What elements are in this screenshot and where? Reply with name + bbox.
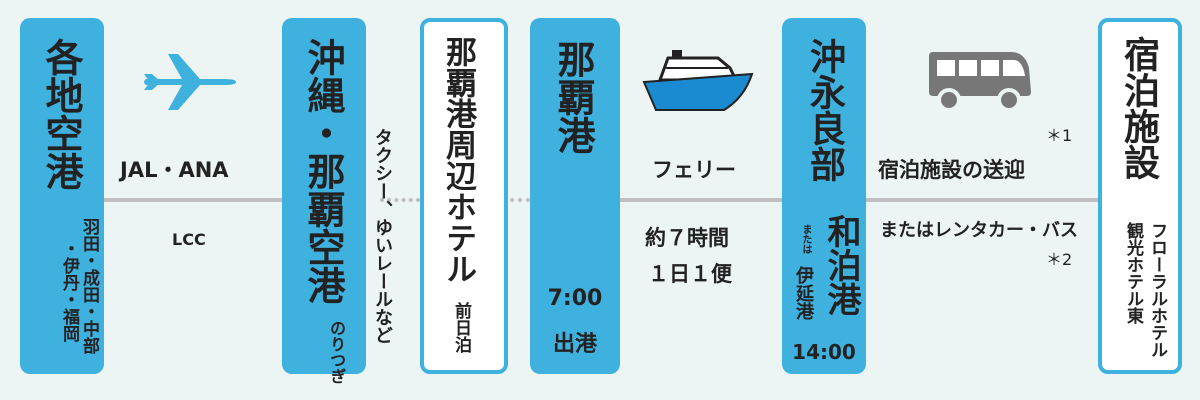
connector-flight: [104, 198, 282, 202]
station-naha-airport-name: 沖縄・那覇空港: [301, 38, 345, 304]
connector-bus: [866, 198, 1098, 202]
ferry-frequency-label: １日１便: [648, 262, 732, 286]
station-lodging-examples-2: 観光ホテル東: [1123, 222, 1143, 324]
transfer-label: タクシー、ゆいレールなど: [372, 128, 393, 344]
station-lodging: 宿泊施設 フローラルホテル 観光ホテル東: [1098, 18, 1182, 374]
bus-alt-label: またはレンタカー・バス: [880, 220, 1078, 241]
airplane-icon: [144, 54, 236, 110]
station-airports-note-2: ・伊丹・福岡: [59, 240, 79, 342]
station-okinoerabu-alt-port: 伊延港: [793, 266, 814, 320]
station-lodging-examples: フローラルホテル: [1147, 222, 1167, 358]
station-okinoerabu-alt-prefix: または: [800, 224, 811, 254]
flight-carriers-label: JAL・ANA: [120, 158, 229, 182]
station-naha-port: 那覇港 7:00 出港: [530, 18, 620, 374]
flight-lcc-label: LCC: [172, 230, 206, 249]
connector-transfer-dotted-1: [380, 198, 420, 202]
station-hotel-near-port: 那覇港周辺ホテル 前日泊: [420, 18, 508, 374]
bus-icon: [929, 52, 1031, 112]
ferry-duration-label: 約７時間: [645, 226, 729, 250]
connector-transfer-dotted-2: [510, 198, 530, 202]
station-okinoerabu-time: 14:00: [792, 340, 856, 364]
station-okinoerabu-name: 沖永良部: [804, 38, 845, 182]
station-okinoerabu: 沖永良部 和泊港 または 伊延港 14:00: [782, 18, 866, 374]
connector-ferry: [620, 198, 782, 202]
bus-note-2: ＊2: [1046, 250, 1073, 269]
bus-note-1: ＊1: [1046, 126, 1073, 145]
station-hotel-note: 前日泊: [451, 302, 471, 353]
station-airports: 各地空港 羽田・成田・中部 ・伊丹・福岡: [20, 18, 104, 374]
station-naha-port-status: 出港: [552, 332, 597, 357]
bus-main-label: 宿泊施設の送迎: [878, 158, 1025, 182]
station-okinoerabu-port: 和泊港: [821, 214, 861, 316]
station-naha-airport-note: のりつぎ: [327, 320, 346, 384]
station-airports-name: 各地空港: [39, 38, 83, 190]
ferry-name-label: フェリー: [652, 158, 736, 182]
station-naha-port-time: 7:00: [547, 286, 603, 311]
station-airports-note-1: 羽田・成田・中部: [79, 218, 99, 354]
station-naha-port-name: 那覇港: [551, 40, 595, 154]
station-naha-airport: 沖縄・那覇空港 のりつぎ: [282, 18, 366, 384]
station-lodging-name: 宿泊施設: [1118, 36, 1159, 180]
ship-icon: [642, 50, 754, 111]
station-hotel-name: 那覇港周辺ホテル: [440, 36, 476, 284]
